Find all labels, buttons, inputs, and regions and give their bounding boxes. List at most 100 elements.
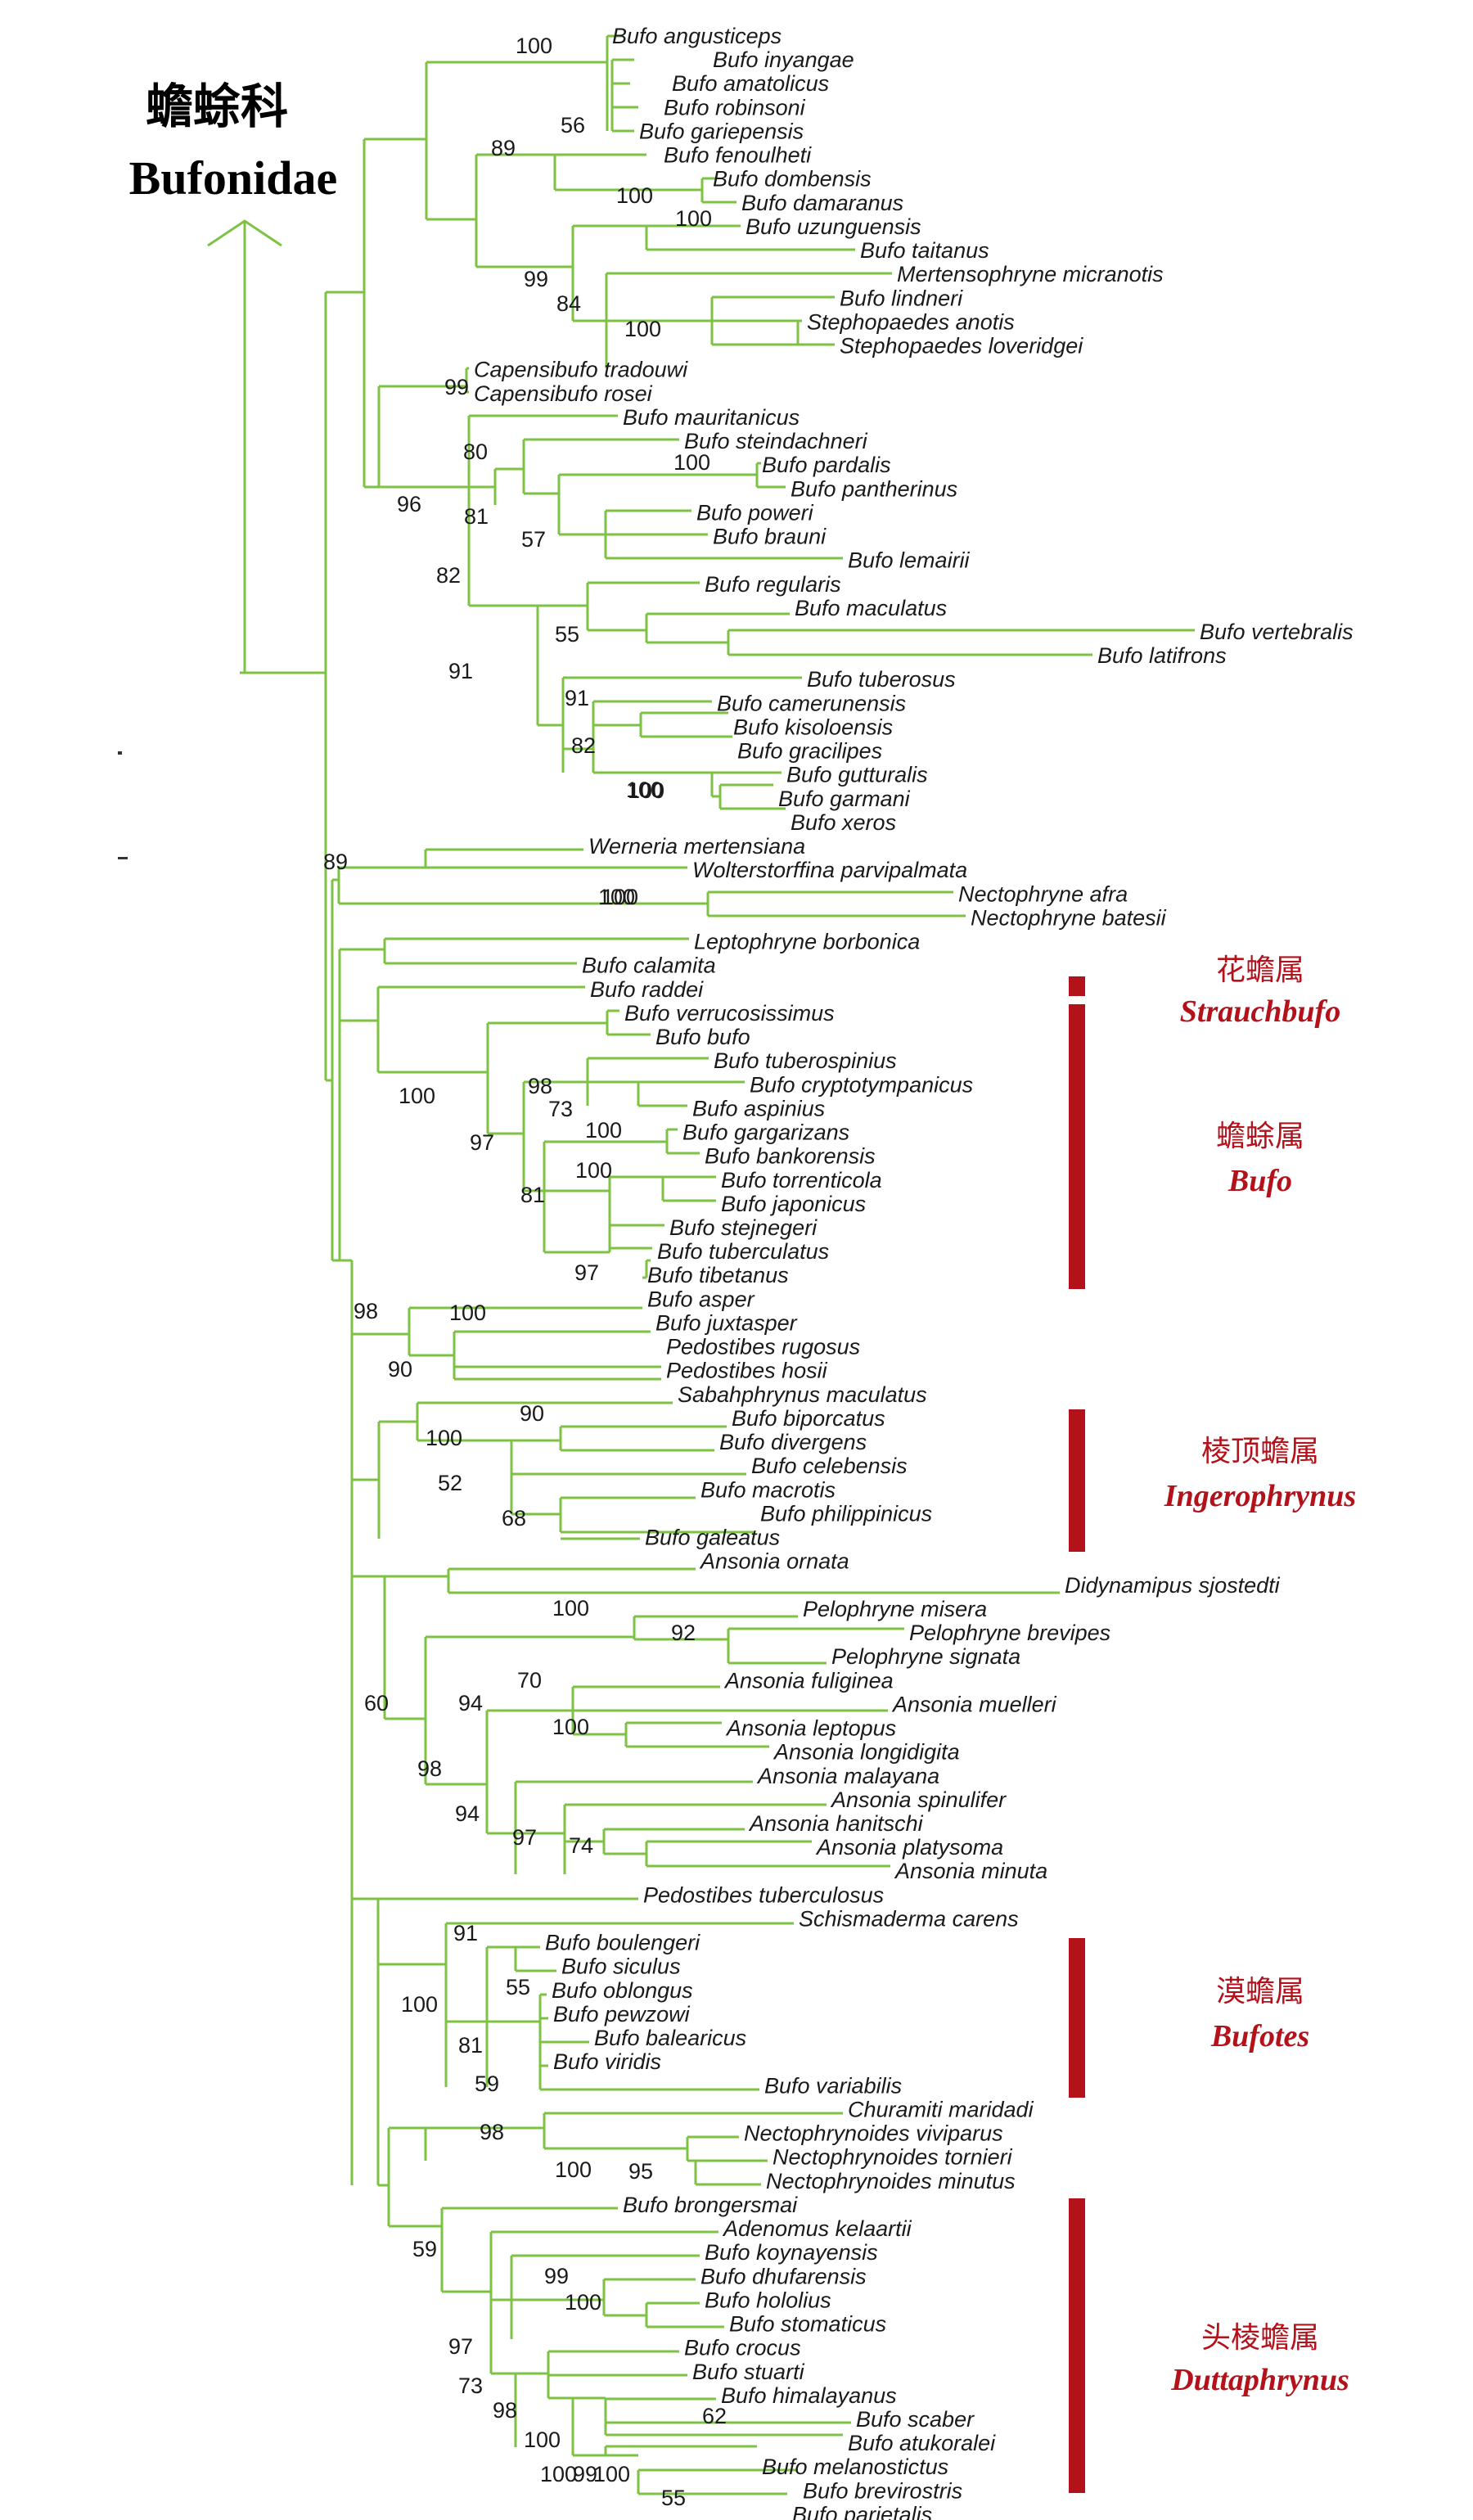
taxon-label: Bufo garmani [778,787,911,811]
taxon-label: Bufo gariepensis [639,119,804,143]
support-value: 100 [601,885,638,909]
taxon-label: Bufo variabilis [764,2073,902,2098]
support-value: 96 [397,492,421,516]
support-value: 97 [470,1130,494,1155]
taxon-label: Bufo stejnegeri [669,1215,818,1240]
genus-bufo: 蟾蜍属 Bufo [1069,1004,1304,1289]
taxon-label: Bufo raddei [590,977,704,1002]
taxon-label: Bufo aspinius [692,1096,825,1120]
taxon-label: Bufo biporcatus [732,1406,885,1431]
support-value: 52 [438,1471,462,1495]
taxon-label: Bufo boulengeri [545,1931,700,1955]
taxon-label: Schismaderma carens [799,1906,1019,1931]
taxon-label: Bufo verrucosissimus [624,1001,835,1026]
support-value: 100 [673,450,710,475]
genus-strauchbufo: 花蟾属 Strauchbufo [1069,953,1340,1029]
taxon-label: Sabahphrynus maculatus [678,1382,927,1407]
support-value: 73 [548,1097,573,1121]
support-value: 100 [575,1158,612,1183]
taxon-label: Bufo asper [647,1287,755,1311]
genus-bufotes: 漠蟾属 Bufotes [1069,1938,1309,2098]
family-arrow [207,219,282,673]
taxon-label: Bufo hololius [705,2288,831,2312]
genus-bar-bufo [1069,1004,1085,1289]
support-value: 100 [555,2157,592,2182]
support-value: 100 [624,317,661,341]
genus-ingerophrynus: 棱顶蟾属 Ingerophrynus [1069,1409,1356,1552]
genus-label-chinese: 花蟾属 [1216,953,1304,987]
taxon-label: Bufo tuberospinius [714,1048,897,1073]
support-value: 98 [493,2398,517,2423]
taxon-label: Bufo scaber [856,2407,975,2432]
genus-bar-duttaphrynus [1069,2198,1085,2493]
support-value: 100 [628,778,664,803]
taxon-label: Bufo japonicus [721,1192,866,1216]
taxon-label: Bufo lemairii [848,548,971,573]
support-value: 91 [565,686,589,710]
taxon-label: Bufo dombensis [713,167,872,192]
support-value: 59 [412,2237,437,2261]
taxon-label: Pelophryne brevipes [909,1621,1110,1645]
taxon-label: Bufo koynayensis [705,2240,878,2265]
taxon-label: Bufo macrotis [700,1477,836,1502]
taxon-label: Bufo taitanus [860,238,989,263]
genus-bar-strauchbufo [1069,976,1085,996]
genus-label-chinese: 漠蟾属 [1216,1975,1304,2008]
taxon-label: Churamiti maridadi [848,2097,1034,2121]
taxon-label: Bufo damaranus [741,191,903,215]
taxon-label: Adenomus kelaartii [722,2216,912,2241]
support-value: 99 [573,2462,597,2486]
genus-bar-ingerophrynus [1069,1409,1085,1552]
taxon-label: Bufo brongersmai [623,2193,798,2217]
genus-label-latin: Bufotes [1210,2019,1309,2053]
taxon-label: Ansonia hanitschi [748,1811,924,1836]
support-value: 99 [444,375,469,399]
support-value: 100 [593,2462,630,2486]
support-value: 68 [502,1506,526,1530]
stray-mark [118,751,122,755]
support-value: 62 [702,2404,727,2428]
taxon-label: Nectophryne batesii [971,905,1167,930]
taxon-label: Bufo melanostictus [762,2455,948,2479]
support-value: 100 [616,183,653,208]
support-value: 100 [598,885,635,909]
support-value: 81 [464,504,489,529]
support-value: 100 [552,1596,589,1621]
taxon-label: Nectophrynoides minutus [766,2169,1016,2193]
taxon-label: Bufo robinsoni [664,95,806,119]
taxon-label: Bufo kisoloensis [733,715,893,739]
taxon-label: Capensibufo tradouwi [474,358,688,382]
taxon-label: Bufo mauritanicus [623,405,800,430]
support-value: 100 [401,1992,438,2017]
taxon-label: Bufo calamita [582,953,716,978]
taxon-label: Bufo oblongus [552,1978,693,2003]
taxon-label: Ansonia muelleri [891,1692,1057,1716]
taxon-label: Pedostibes tuberculosus [643,1882,884,1907]
taxon-label: Pelophryne signata [831,1644,1020,1669]
support-value: 94 [455,1801,480,1826]
support-value: 81 [458,2033,483,2058]
taxon-label: Bufo vertebralis [1200,620,1354,644]
support-value: 100 [399,1084,435,1108]
support-value: 95 [628,2159,653,2184]
taxon-label: Bufo pantherinus [791,476,957,501]
taxon-label: Didynamipus sjostedti [1065,1573,1281,1598]
taxon-label: Bufo fenoulheti [664,143,812,168]
support-value: 100 [552,1715,589,1739]
support-value: 55 [661,2486,686,2510]
taxon-label: Bufo camerunensis [717,691,906,715]
taxon-label: Bufo brauni [713,525,827,549]
taxon-label: Ansonia minuta [894,1859,1047,1883]
taxon-label: Bufo tibetanus [647,1263,789,1287]
taxon-label: Werneria mertensiana [588,834,805,859]
support-value: 98 [417,1756,442,1781]
taxon-label: Bufo latifrons [1097,643,1227,668]
taxon-label: Bufo dhufarensis [700,2264,867,2288]
taxon-label: Pelophryne misera [803,1597,987,1621]
taxon-label: Ansonia spinulifer [830,1787,1007,1812]
support-value: 98 [480,2120,504,2144]
genus-label-latin: Bufo [1228,1164,1292,1198]
taxon-label: Bufo crocus [684,2336,801,2360]
support-value: 57 [521,527,546,552]
taxon-label: Ansonia longidigita [773,1740,960,1765]
